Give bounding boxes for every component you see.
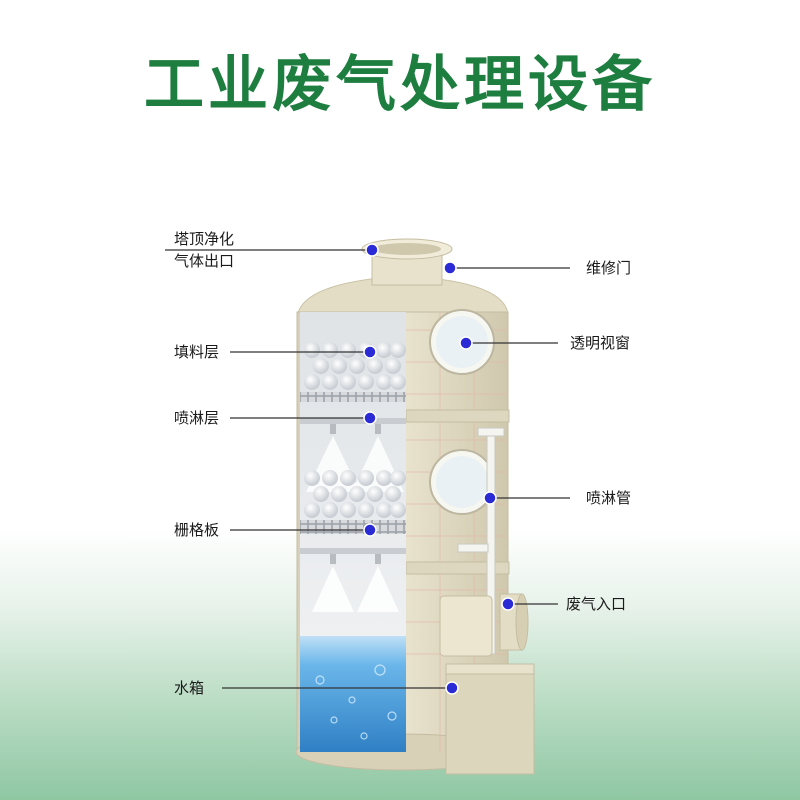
label-tower-outlet-line2: 气体出口	[174, 252, 235, 270]
label-tower-outlet-line1: 塔顶净化	[174, 230, 235, 248]
water-tank-box	[445, 663, 535, 775]
label-packing-layer: 填料层	[174, 343, 220, 361]
grid-plate-lower	[300, 520, 406, 534]
marker-dot	[445, 681, 459, 695]
observation-window-lower	[429, 449, 495, 515]
spray-pipe	[457, 427, 505, 655]
marker-dot	[459, 336, 473, 350]
grid-plate-upper	[300, 392, 406, 402]
label-spray-pipe: 喷淋管	[586, 489, 632, 507]
packing-layer-upper	[304, 342, 406, 390]
label-maintenance-door: 维修门	[586, 259, 632, 277]
page-title: 工业废气处理设备	[144, 50, 656, 120]
marker-dot	[365, 243, 379, 257]
label-tower-outlet: 塔顶净化 气体出口	[174, 228, 234, 272]
marker-dot	[443, 261, 457, 275]
marker-dot	[501, 597, 515, 611]
label-grid-plate: 栅格板	[174, 521, 220, 539]
packing-layer-lower	[304, 470, 406, 518]
spray-layer-lower	[300, 548, 406, 612]
water-bubbles	[315, 664, 397, 740]
marker-dot	[483, 491, 497, 505]
marker-dot	[363, 411, 377, 425]
label-water-tank: 水箱	[174, 679, 205, 697]
label-spray-layer: 喷淋层	[174, 409, 220, 427]
flange-ring	[405, 409, 510, 423]
maintenance-door	[439, 595, 493, 657]
label-exhaust-inlet: 废气入口	[566, 595, 627, 613]
water-section	[300, 636, 406, 752]
marker-dot	[363, 345, 377, 359]
label-observation-window: 透明视窗	[570, 334, 631, 352]
marker-dot	[363, 523, 377, 537]
markers	[363, 243, 515, 695]
top-outlet-pipe	[361, 238, 453, 286]
leader-lines	[165, 249, 570, 689]
